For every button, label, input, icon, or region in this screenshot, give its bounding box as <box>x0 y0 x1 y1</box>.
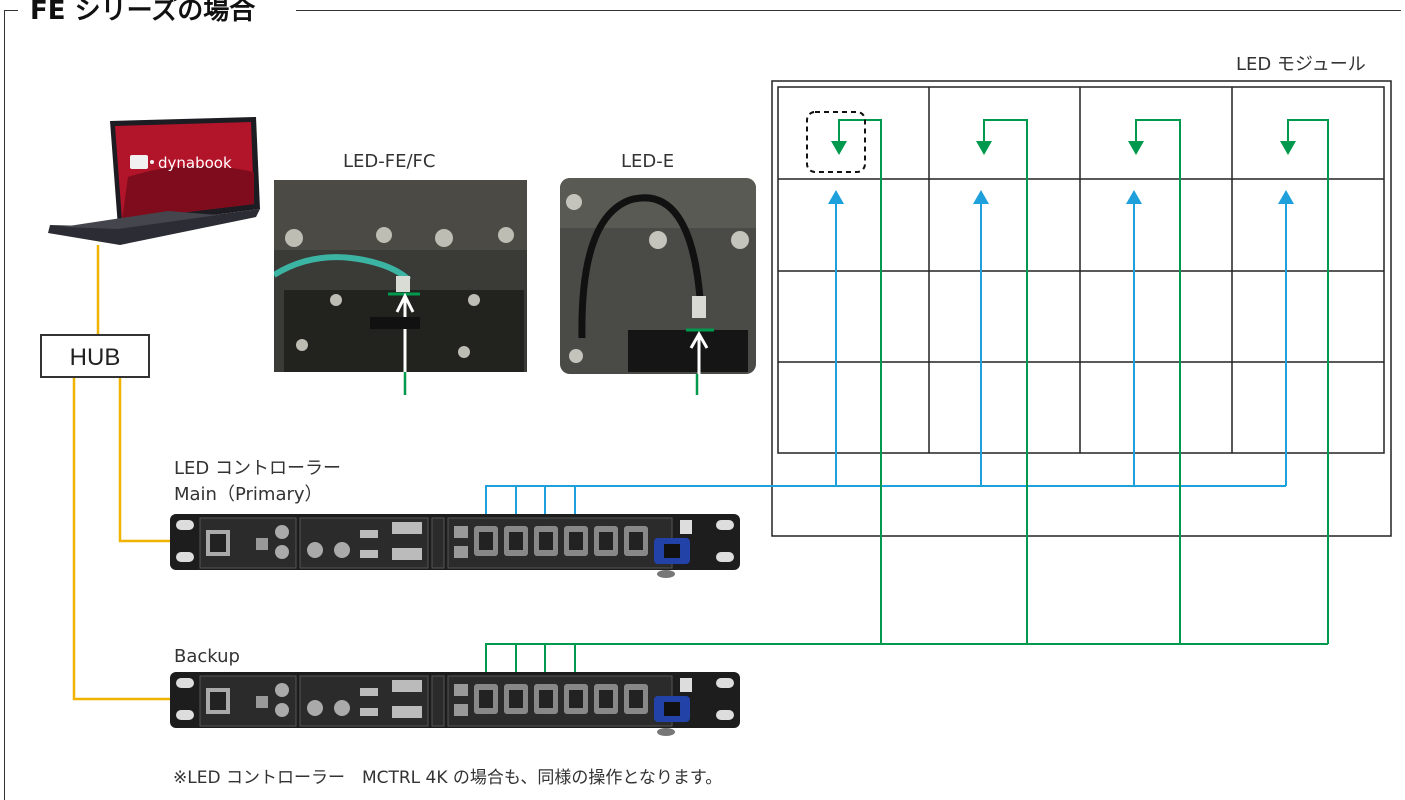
footnote: ※LED コントローラー MCTRL 4K の場合も、同様の操作となります。 <box>173 768 723 788</box>
controller-main-line1: LED コントローラー <box>174 458 341 479</box>
arrow-down-icon <box>976 141 992 155</box>
primary-lines <box>485 200 1287 522</box>
controller-main-line2: Main（Primary） <box>174 484 323 505</box>
module-outer-frame <box>771 80 1392 537</box>
module-grid <box>777 86 1385 454</box>
photo-led-e <box>560 178 756 374</box>
laptop-brand: dynabook <box>158 154 232 172</box>
arrow-down-icon <box>1280 141 1296 155</box>
hub-box: HUB <box>40 334 150 378</box>
frame-top-left <box>4 10 18 11</box>
arrow-down-icon <box>1128 141 1144 155</box>
hub-label: HUB <box>69 344 121 371</box>
laptop-image: dynabook <box>48 117 260 245</box>
primary-arrowheads <box>828 190 1294 204</box>
highlight-dashed-box <box>806 111 866 173</box>
photo-led-fe-fc <box>274 180 527 372</box>
backup-lines <box>485 119 1329 680</box>
arrow-up-icon <box>828 190 844 204</box>
module-label: LED モジュール <box>1236 54 1366 75</box>
controller-main-device <box>170 514 740 578</box>
arrow-up-icon <box>1278 190 1294 204</box>
backup-arrowheads <box>831 141 1296 155</box>
section-title: FE シリーズの場合 <box>28 0 264 28</box>
photo-label-e: LED-E <box>621 151 675 172</box>
frame-top-right <box>296 10 1401 11</box>
controller-backup-label: Backup <box>174 646 240 667</box>
frame-left <box>4 10 5 800</box>
controller-backup-device <box>170 672 740 736</box>
arrow-up-icon <box>1126 190 1142 204</box>
photo-label-fe-fc: LED-FE/FC <box>343 151 436 172</box>
arrow-up-icon <box>973 190 989 204</box>
arrow-down-icon <box>831 141 847 155</box>
